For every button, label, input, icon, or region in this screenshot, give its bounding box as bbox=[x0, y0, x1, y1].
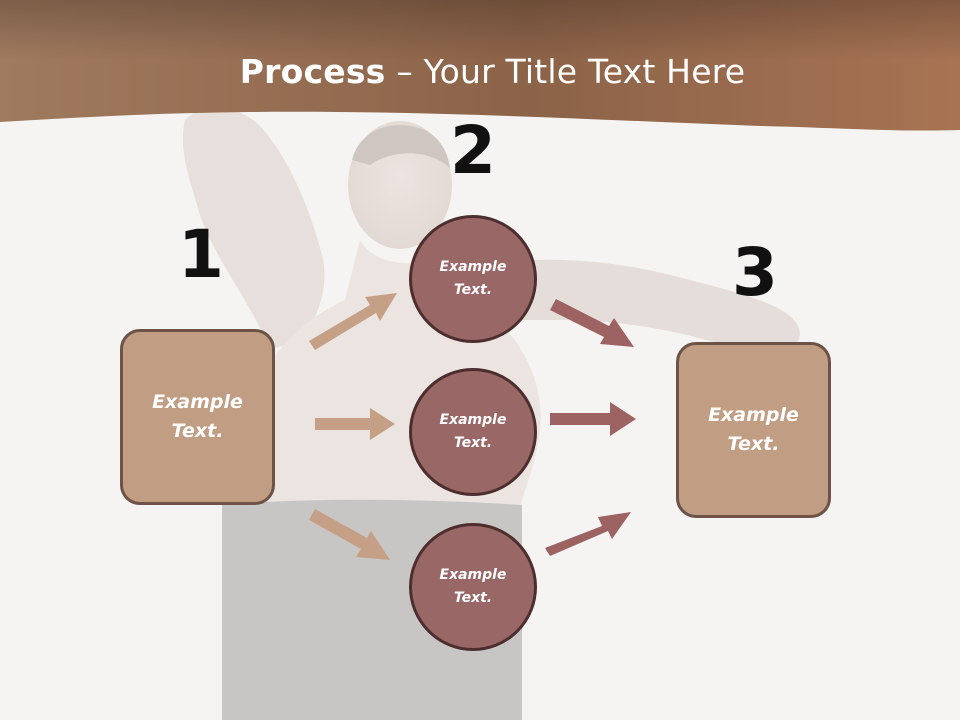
step-number-1: 1 bbox=[178, 216, 224, 293]
process-circle-top: Example Text. bbox=[409, 215, 537, 343]
process-circle-bottom: Example Text. bbox=[409, 523, 537, 651]
arrow-left-top bbox=[309, 293, 397, 350]
process-box-end: Example Text. bbox=[676, 342, 831, 518]
arrow-left-bottom bbox=[309, 509, 390, 560]
title-rest: – Your Title Text Here bbox=[385, 52, 746, 91]
arrow-right-bottom bbox=[545, 512, 631, 556]
slide-title: Process – Your Title Text Here bbox=[0, 52, 960, 91]
process-circle-bottom-label: Example Text. bbox=[439, 567, 507, 606]
step-number-2: 2 bbox=[450, 112, 496, 189]
arrow-left-middle bbox=[315, 408, 395, 440]
title-bold: Process bbox=[239, 52, 386, 91]
arrow-right-top bbox=[550, 299, 634, 347]
process-box-end-label: Example Text. bbox=[708, 404, 799, 455]
arrow-right-middle bbox=[550, 402, 636, 436]
process-circle-middle-label: Example Text. bbox=[439, 412, 507, 451]
process-box-start-label: Example Text. bbox=[152, 391, 243, 442]
step-number-3: 3 bbox=[732, 234, 778, 311]
process-box-start: Example Text. bbox=[120, 329, 275, 505]
process-circle-middle: Example Text. bbox=[409, 368, 537, 496]
process-circle-top-label: Example Text. bbox=[439, 259, 507, 298]
